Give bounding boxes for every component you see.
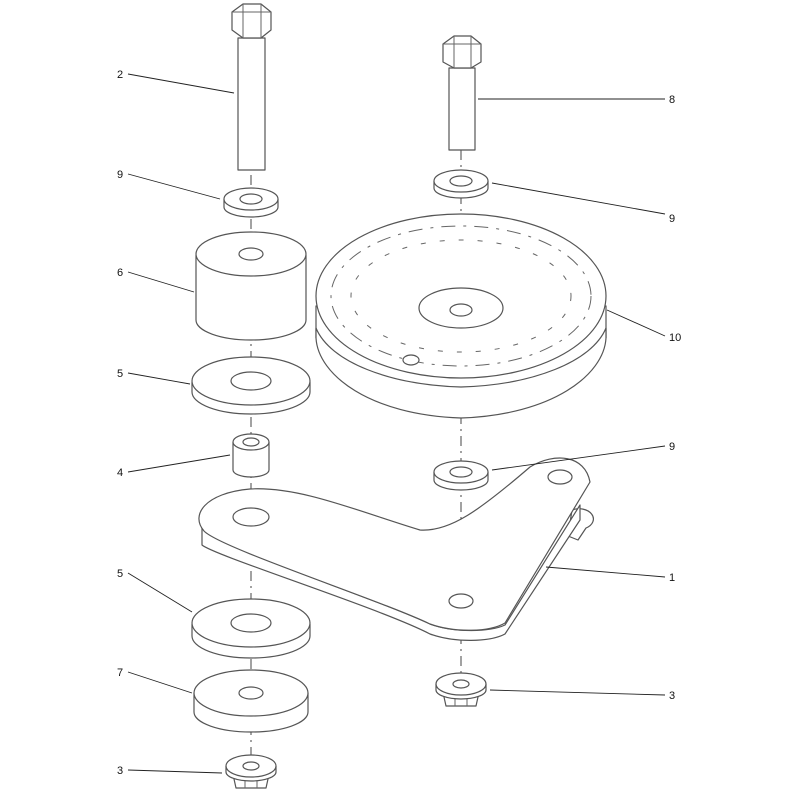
callout-3b: 3 [669, 690, 675, 702]
leader-4 [127, 454, 231, 473]
bolt-long [231, 3, 272, 171]
idler-arm-bracket [198, 457, 595, 641]
callout-labels: 2 9 6 5 4 5 7 3 8 9 10 9 1 3 [117, 69, 681, 777]
leader-3b [489, 689, 666, 696]
callout-10: 10 [669, 332, 681, 344]
flat-washer-puck [193, 669, 309, 733]
callout-9c: 9 [669, 441, 675, 453]
callout-4: 4 [117, 467, 123, 479]
callout-1: 1 [669, 572, 675, 584]
callout-7: 7 [117, 667, 123, 679]
washer-left-top [223, 187, 279, 218]
flange-nut-right [435, 672, 487, 707]
leader-10 [606, 309, 666, 337]
leader-5a [127, 372, 191, 385]
callout-5b: 5 [117, 568, 123, 580]
leader-6 [127, 271, 195, 293]
leader-7 [127, 671, 193, 694]
rubber-washer-lower [191, 598, 311, 659]
leader-3a [127, 769, 223, 774]
bushing [232, 433, 270, 478]
callout-8: 8 [669, 94, 675, 106]
leader-9b [491, 182, 666, 215]
pulley [315, 213, 607, 419]
spacer-cylinder [195, 231, 307, 341]
callout-9a: 9 [117, 169, 123, 181]
bolt-short [442, 35, 482, 151]
leader-lines [127, 73, 666, 774]
callout-2: 2 [117, 69, 123, 81]
leader-1 [545, 566, 666, 578]
callout-5a: 5 [117, 368, 123, 380]
callout-3a: 3 [117, 765, 123, 777]
leader-9a [127, 173, 221, 200]
callout-9b: 9 [669, 213, 675, 225]
leader-9c [491, 445, 666, 471]
leader-2 [127, 73, 235, 94]
flange-nut-left [225, 754, 277, 789]
leader-5b [127, 572, 193, 613]
callout-6: 6 [117, 267, 123, 279]
washer-right-top [433, 169, 489, 199]
washer-right-bracket [433, 460, 489, 491]
rubber-washer-upper [191, 356, 311, 415]
